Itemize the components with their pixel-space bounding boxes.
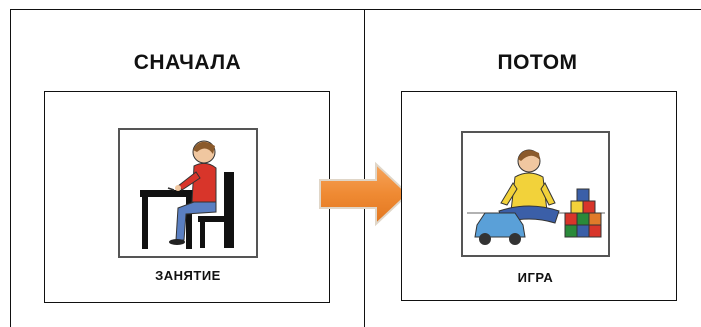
- then-heading: ПОТОМ: [460, 51, 615, 75]
- frame-left-border: [10, 9, 11, 327]
- then-card-label: ИГРА: [461, 270, 610, 285]
- then-pictogram-frame: [461, 131, 610, 257]
- arrow-right-icon: [312, 158, 412, 230]
- child-playing-with-toys-icon: [463, 133, 608, 255]
- frame-top-border: [10, 9, 701, 10]
- child-writing-at-desk-icon: [120, 130, 256, 256]
- first-pictogram-frame: [118, 128, 258, 258]
- first-card-label: ЗАНЯТИЕ: [118, 268, 258, 283]
- first-heading: СНАЧАЛА: [110, 51, 265, 75]
